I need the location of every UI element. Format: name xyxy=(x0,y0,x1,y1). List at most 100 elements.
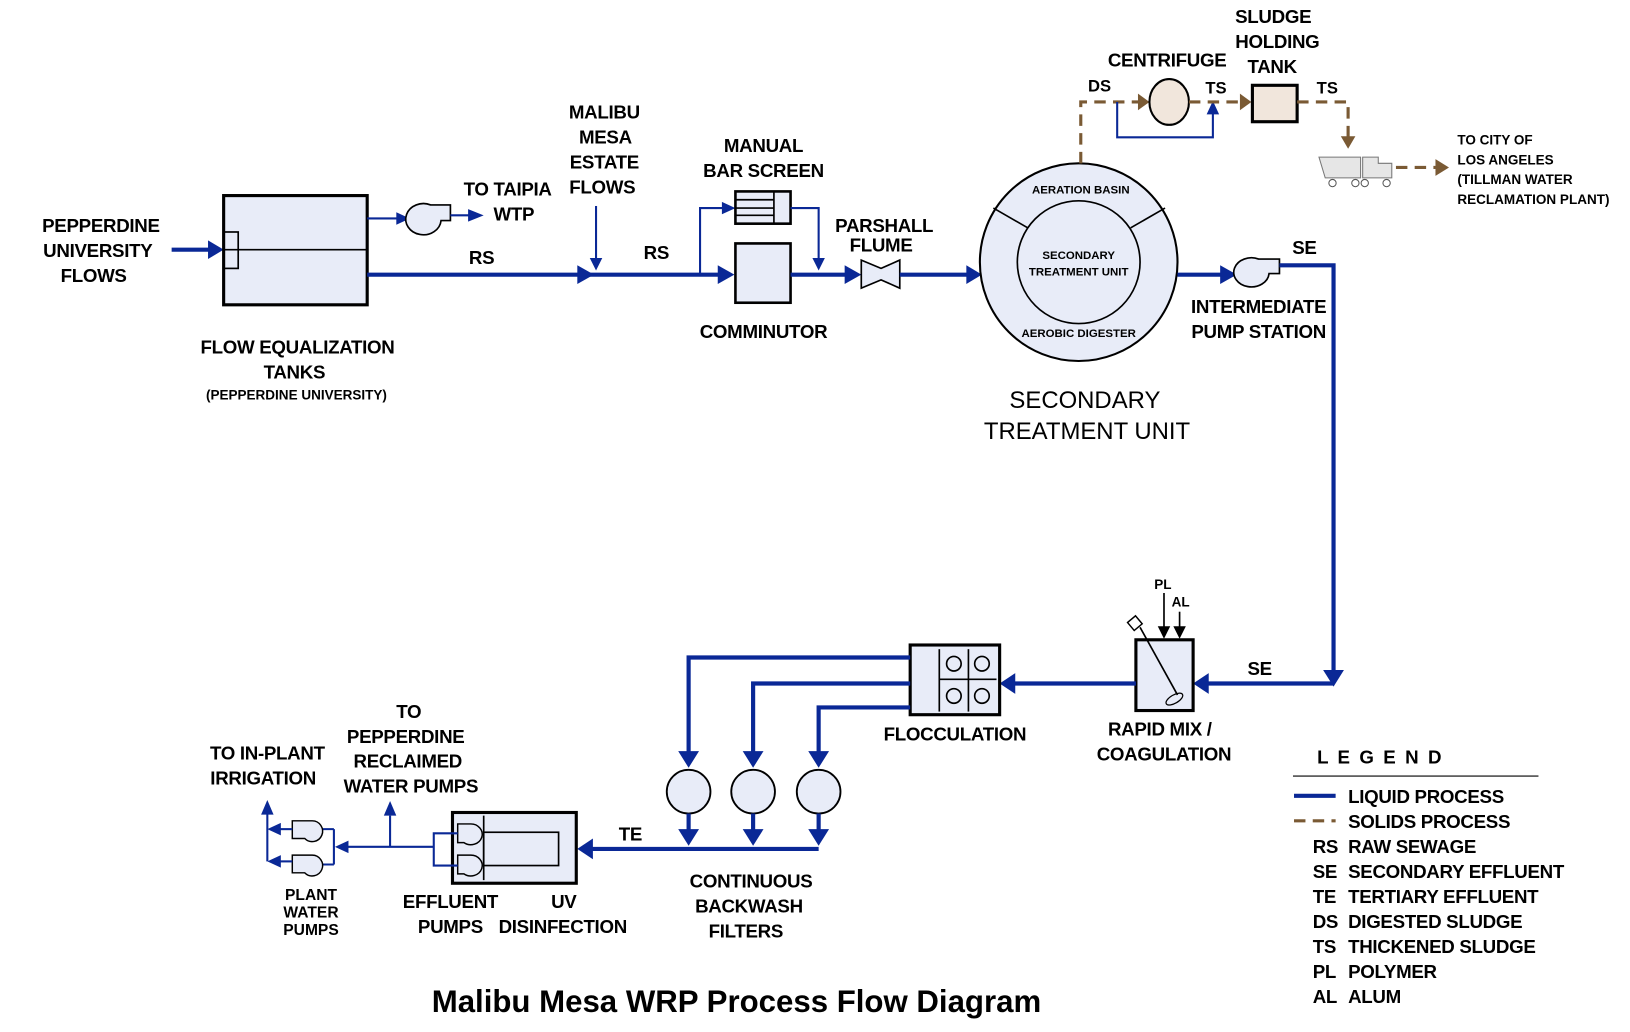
stream-label-al: AL xyxy=(1172,595,1190,610)
svg-text:WATER PUMPS: WATER PUMPS xyxy=(344,776,479,797)
arrowhead xyxy=(261,800,274,815)
secondary-inner-label: SECONDARY xyxy=(1042,250,1115,262)
pepperdine-flows-label: PEPPERDINE UNIVERSITY FLOWS xyxy=(42,215,160,286)
svg-text:FLUME: FLUME xyxy=(850,235,913,256)
svg-text:TO TAIPIA: TO TAIPIA xyxy=(464,179,553,200)
svg-text:TERTIARY EFFLUENT: TERTIARY EFFLUENT xyxy=(1348,886,1539,907)
arrowhead xyxy=(1435,159,1450,176)
svg-text:SE: SE xyxy=(1313,861,1337,882)
svg-text:ALUM: ALUM xyxy=(1348,986,1401,1007)
svg-text:RECLAMATION PLANT): RECLAMATION PLANT) xyxy=(1457,192,1609,207)
stream-label-ts: TS xyxy=(1317,79,1338,98)
arrowhead xyxy=(678,751,700,768)
svg-text:RAW SEWAGE: RAW SEWAGE xyxy=(1348,836,1476,857)
parshall-flume-label: PARSHALL FLUME xyxy=(835,215,933,256)
arrowhead xyxy=(577,838,593,860)
arrowhead xyxy=(208,240,224,260)
plant-water-pump-icon[interactable] xyxy=(291,820,324,877)
stream-label-se: SE xyxy=(1292,237,1316,258)
stream-label-rs: RS xyxy=(644,242,669,263)
arrowhead xyxy=(812,258,825,271)
legend-item: SOLIDS PROCESS xyxy=(1348,811,1510,832)
svg-text:DS: DS xyxy=(1313,911,1338,932)
svg-text:IRRIGATION: IRRIGATION xyxy=(210,767,316,788)
manual-bar-screen[interactable] xyxy=(734,190,792,225)
flow-equalization-tank[interactable] xyxy=(222,194,369,307)
svg-text:MANUAL: MANUAL xyxy=(724,135,803,156)
flocculation-basin[interactable] xyxy=(908,643,1002,717)
svg-text:TO: TO xyxy=(396,701,421,722)
svg-text:HOLDING: HOLDING xyxy=(1235,31,1319,52)
arrowhead xyxy=(589,258,603,271)
arrowhead xyxy=(396,212,410,225)
svg-text:AL: AL xyxy=(1313,986,1337,1007)
arrowhead xyxy=(966,265,982,285)
rapid-mix-tank[interactable] xyxy=(1126,614,1195,713)
svg-text:FLOWS: FLOWS xyxy=(61,265,127,286)
arrowhead xyxy=(1193,673,1209,694)
stream-label-se: SE xyxy=(1248,658,1272,679)
svg-text:INTERMEDIATE: INTERMEDIATE xyxy=(1191,296,1326,317)
svg-text:FLOW EQUALIZATION: FLOW EQUALIZATION xyxy=(201,337,395,358)
arrowhead xyxy=(742,829,764,846)
legend-abbreviations: RS RAW SEWAGE SE SECONDARY EFFLUENT TE T… xyxy=(1313,836,1565,1007)
svg-text:RAPID MIX /: RAPID MIX / xyxy=(1108,719,1213,740)
diagram-title: Malibu Mesa WRP Process Flow Diagram xyxy=(432,984,1041,1019)
intermediate-pump-icon[interactable] xyxy=(1232,256,1281,288)
comminutor[interactable] xyxy=(734,242,792,305)
backwash-filter[interactable] xyxy=(730,768,776,815)
aerobic-digester-label: AEROBIC DIGESTER xyxy=(1021,328,1136,340)
sludge-holding-tank[interactable] xyxy=(1250,83,1299,124)
arrowhead xyxy=(468,209,484,222)
secondary-treatment-label: SECONDARY TREATMENT UNIT xyxy=(984,387,1191,445)
arrowhead xyxy=(1220,265,1237,285)
svg-text:(TILLMAN WATER: (TILLMAN WATER xyxy=(1457,172,1573,187)
arrowhead xyxy=(383,801,397,816)
svg-text:SECONDARY: SECONDARY xyxy=(1009,387,1160,414)
legend-item: LIQUID PROCESS xyxy=(1348,786,1504,807)
svg-text:WTP: WTP xyxy=(494,204,535,225)
svg-text:PEPPERDINE: PEPPERDINE xyxy=(347,726,465,747)
centrifuge[interactable] xyxy=(1148,78,1190,126)
irrigation-label: TO IN-PLANT IRRIGATION xyxy=(210,742,326,788)
svg-text:LOS ANGELES: LOS ANGELES xyxy=(1457,152,1553,167)
svg-text:BAR SCREEN: BAR SCREEN xyxy=(703,160,824,181)
arrowhead xyxy=(999,673,1016,694)
secondary-inner-label: TREATMENT UNIT xyxy=(1029,267,1129,279)
filters-label: CONTINUOUS BACKWASH FILTERS xyxy=(690,870,813,941)
svg-text:MALIBU: MALIBU xyxy=(569,102,640,123)
effluent-pump-icon[interactable] xyxy=(456,823,483,877)
secondary-effluent-line xyxy=(1279,263,1336,675)
reclaimed-water-label: TO PEPPERDINE RECLAIMED WATER PUMPS xyxy=(344,701,479,797)
arrowhead xyxy=(844,265,862,285)
malibu-mesa-label: MALIBU MESA ESTATE FLOWS xyxy=(569,102,640,198)
arrowhead xyxy=(577,265,594,285)
backwash-filter[interactable] xyxy=(795,768,842,815)
svg-text:TANK: TANK xyxy=(1247,56,1297,77)
arrowhead xyxy=(334,840,349,854)
svg-text:EFFLUENT: EFFLUENT xyxy=(403,891,499,912)
secondary-treatment-unit[interactable] xyxy=(978,162,1179,363)
svg-text:(PEPPERDINE UNIVERSITY): (PEPPERDINE UNIVERSITY) xyxy=(206,387,387,402)
backwash-filter[interactable] xyxy=(665,768,712,815)
taipia-label: TO TAIPIA WTP xyxy=(464,179,553,225)
svg-text:PLANT: PLANT xyxy=(285,887,337,904)
arrowhead xyxy=(717,265,735,285)
stream-label-te: TE xyxy=(619,824,642,845)
svg-text:DISINFECTION: DISINFECTION xyxy=(499,916,627,937)
bar-screen-label: MANUAL BAR SCREEN xyxy=(703,135,824,181)
plant-water-pumps-label: PLANT WATER PUMPS xyxy=(283,887,338,939)
arrowhead xyxy=(267,855,281,868)
arrowhead xyxy=(1137,93,1150,111)
legend-title: L E G E N D xyxy=(1317,747,1444,768)
svg-text:WATER: WATER xyxy=(283,905,338,922)
arrowhead xyxy=(678,829,700,846)
svg-text:TO CITY OF: TO CITY OF xyxy=(1457,133,1532,148)
parshall-flume[interactable] xyxy=(860,258,901,290)
taipia-pump-icon[interactable] xyxy=(404,202,452,236)
digested-sludge-line xyxy=(1079,100,1140,164)
svg-text:POLYMER: POLYMER xyxy=(1348,961,1437,982)
flow-equalization-label: FLOW EQUALIZATION TANKS (PEPPERDINE UNIV… xyxy=(201,337,395,403)
arrowhead xyxy=(742,751,764,768)
